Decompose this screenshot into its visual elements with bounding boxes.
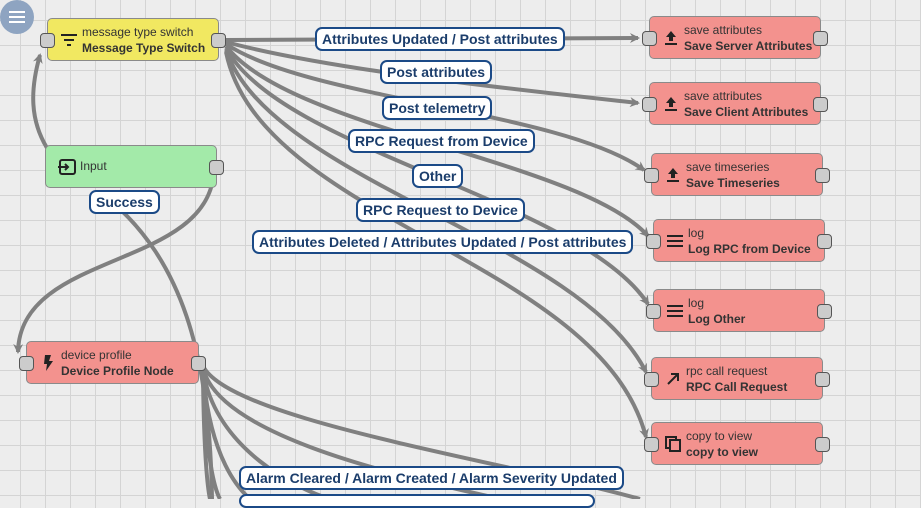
- upload-icon: [661, 28, 681, 48]
- input-port[interactable]: [644, 372, 659, 387]
- node-name: Input: [80, 159, 107, 173]
- output-port[interactable]: [815, 168, 830, 183]
- menu-button[interactable]: [0, 0, 34, 34]
- input-port[interactable]: [40, 33, 55, 48]
- node-rpc-call-request[interactable]: rpc call request RPC Call Request: [644, 357, 830, 400]
- input-icon: [57, 157, 77, 177]
- node-type: copy to view: [686, 429, 753, 443]
- node-name: copy to view: [686, 445, 759, 459]
- input-port[interactable]: [644, 437, 659, 452]
- node-name: Save Timeseries: [686, 176, 780, 190]
- node-copy-to-view[interactable]: copy to view copy to view: [644, 422, 830, 465]
- input-port[interactable]: [642, 31, 657, 46]
- node-type: save attributes: [684, 89, 763, 103]
- edge-label-rpc-from-device[interactable]: RPC Request from Device: [348, 129, 535, 153]
- upload-icon: [661, 94, 681, 114]
- edge-label-rpc-to-device[interactable]: RPC Request to Device: [356, 198, 525, 222]
- output-port[interactable]: [815, 437, 830, 452]
- node-save-server-attributes[interactable]: save attributes Save Server Attributes: [642, 16, 828, 59]
- output-port[interactable]: [191, 356, 206, 371]
- input-port[interactable]: [646, 304, 661, 319]
- menu-icon: [665, 231, 685, 251]
- node-log-rpc[interactable]: log Log RPC from Device: [646, 219, 832, 262]
- node-name: Device Profile Node: [61, 364, 174, 378]
- edge-label-alarm[interactable]: Alarm Cleared / Alarm Created / Alarm Se…: [239, 466, 624, 490]
- node-type: save timeseries: [686, 160, 770, 174]
- edge-label-other[interactable]: Other: [412, 164, 464, 188]
- node-type: save attributes: [684, 23, 763, 37]
- input-port[interactable]: [644, 168, 659, 183]
- menu-icon: [665, 301, 685, 321]
- node-name: RPC Call Request: [686, 380, 788, 394]
- input-port[interactable]: [19, 356, 34, 371]
- node-save-client-attributes[interactable]: save attributes Save Client Attributes: [642, 82, 828, 125]
- edge-label-attributes-updated[interactable]: Attributes Updated / Post attributes: [315, 27, 565, 51]
- node-type: log: [688, 226, 705, 240]
- output-port[interactable]: [813, 97, 828, 112]
- arrow-up-right-icon: [663, 369, 683, 389]
- node-input[interactable]: Input: [45, 145, 224, 188]
- node-device-profile[interactable]: device profile Device Profile Node: [19, 341, 206, 384]
- output-port[interactable]: [817, 304, 832, 319]
- upload-icon: [663, 165, 683, 185]
- input-port[interactable]: [642, 97, 657, 112]
- edge-input-device: [13, 169, 216, 354]
- node-log-other[interactable]: log Log Other: [646, 289, 832, 332]
- edge-label-partial[interactable]: [239, 494, 595, 508]
- edge-label-attributes-deleted[interactable]: Attributes Deleted / Attributes Updated …: [252, 230, 634, 254]
- node-type: message type switch: [82, 25, 194, 39]
- edge-label-post-telemetry[interactable]: Post telemetry: [382, 96, 493, 120]
- edge-label-success[interactable]: Success: [89, 190, 160, 214]
- node-message-type-switch[interactable]: message type switch Message Type Switch: [40, 18, 226, 61]
- node-type: device profile: [61, 348, 132, 362]
- output-port[interactable]: [815, 372, 830, 387]
- output-port[interactable]: [209, 160, 224, 175]
- filter-icon: [59, 30, 79, 50]
- copy-icon: [663, 434, 683, 454]
- node-name: Log RPC from Device: [688, 242, 811, 256]
- flash-icon: [38, 353, 58, 373]
- node-type: rpc call request: [686, 364, 768, 378]
- input-port[interactable]: [646, 234, 661, 249]
- edge-input-switch: [31, 53, 49, 150]
- node-name: Save Client Attributes: [684, 105, 809, 119]
- edge-label-post-attributes[interactable]: Post attributes: [380, 60, 493, 84]
- node-name: Message Type Switch: [82, 41, 206, 55]
- output-port[interactable]: [817, 234, 832, 249]
- node-name: Save Server Attributes: [684, 39, 813, 53]
- node-name: Log Other: [688, 312, 746, 326]
- hamburger-icon: [9, 16, 25, 18]
- output-port[interactable]: [813, 31, 828, 46]
- output-port[interactable]: [211, 33, 226, 48]
- node-type: log: [688, 296, 705, 310]
- node-save-timeseries[interactable]: save timeseries Save Timeseries: [644, 153, 830, 196]
